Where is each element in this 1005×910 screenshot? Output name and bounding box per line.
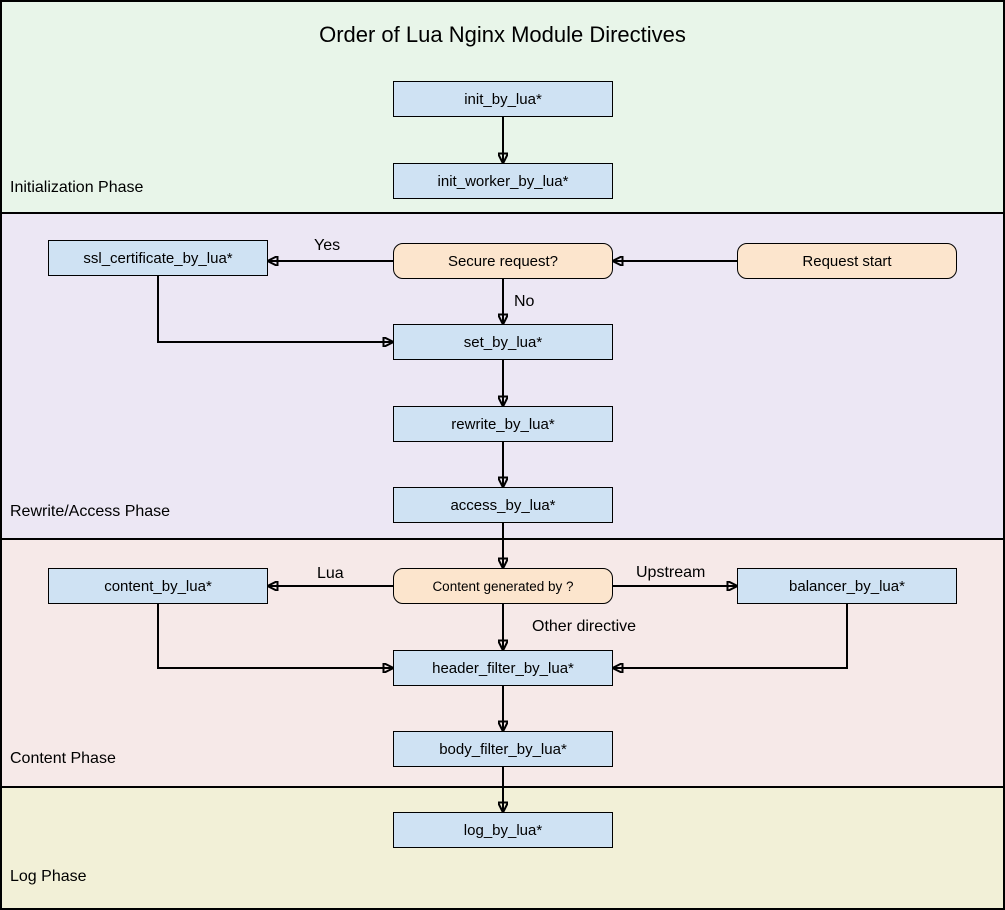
- edge-label-lua: Lua: [317, 565, 344, 582]
- edge-label-yes: Yes: [314, 237, 341, 254]
- phase-label-log: Log Phase: [10, 868, 87, 885]
- edge-label-no: No: [514, 293, 535, 310]
- edge-label-upstream: Upstream: [636, 564, 706, 581]
- node-content-generated-by: Content generated by ?: [393, 568, 613, 604]
- node-rewrite-by-lua: rewrite_by_lua*: [393, 406, 613, 442]
- node-balancer-by-lua: balancer_by_lua*: [737, 568, 957, 604]
- node-init-by-lua: init_by_lua*: [393, 81, 613, 117]
- node-log-by-lua: log_by_lua*: [393, 812, 613, 848]
- node-init-worker-by-lua: init_worker_by_lua*: [393, 163, 613, 199]
- phase-label-content: Content Phase: [10, 750, 116, 767]
- edge-label-other-directive: Other directive: [532, 618, 637, 635]
- node-set-by-lua: set_by_lua*: [393, 324, 613, 360]
- phase-band-log: [0, 788, 1005, 910]
- diagram-title: Order of Lua Nginx Module Directives: [319, 22, 686, 47]
- node-content-by-lua: content_by_lua*: [48, 568, 268, 604]
- phase-label-rewrite-access: Rewrite/Access Phase: [10, 503, 171, 520]
- node-secure-request: Secure request?: [393, 243, 613, 279]
- node-ssl-certificate-by-lua: ssl_certificate_by_lua*: [48, 240, 268, 276]
- node-request-start: Request start: [737, 243, 957, 279]
- node-access-by-lua: access_by_lua*: [393, 487, 613, 523]
- node-body-filter-by-lua: body_filter_by_lua*: [393, 731, 613, 767]
- phase-label-initialization: Initialization Phase: [10, 179, 144, 196]
- node-header-filter-by-lua: header_filter_by_lua*: [393, 650, 613, 686]
